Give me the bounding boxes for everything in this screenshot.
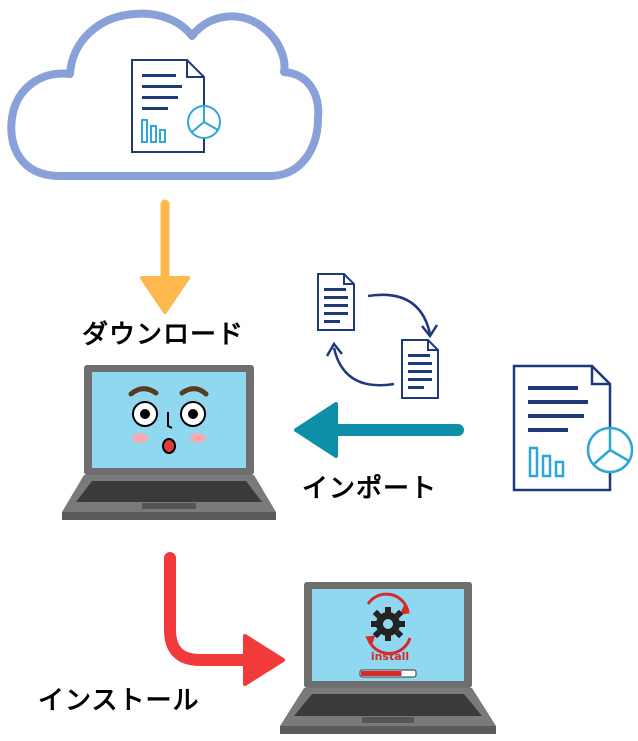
laptop-face-icon [62, 365, 276, 520]
install-progress-fill [361, 671, 402, 676]
import-label: インポート [302, 474, 438, 504]
install-screen-text: install [370, 650, 410, 663]
document-chart-icon-cloud [131, 59, 221, 153]
gear-icon [365, 592, 412, 655]
document-chart-icon-right [512, 364, 634, 492]
download-arrow [140, 199, 190, 314]
download-label: ダウンロード [82, 320, 245, 350]
install-progress-bar [359, 669, 417, 678]
install-label: インストール [38, 686, 200, 716]
sync-documents-icon [317, 273, 439, 399]
face [128, 386, 209, 454]
laptop-install-icon [280, 582, 496, 734]
import-arrow [294, 402, 464, 458]
install-arrow [164, 552, 285, 686]
